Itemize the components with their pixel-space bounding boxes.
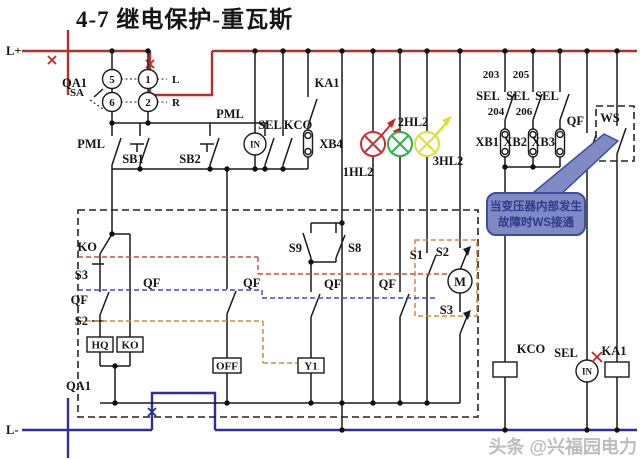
s2-right-label: S2 — [436, 245, 449, 259]
num-206: 206 — [516, 106, 533, 118]
xb3-label: XB3 — [531, 135, 555, 149]
orange-linkage-line — [78, 320, 297, 364]
kco-coil-label: KCO — [517, 342, 546, 356]
xb2-label: XB2 — [503, 135, 527, 149]
lamp3-label: 3HL2 — [433, 154, 464, 168]
blue-linkage-line — [78, 289, 437, 299]
lamp1-label: 1HL2 — [343, 165, 374, 179]
lamp-red — [360, 131, 386, 157]
operation-boxes: HQ KO OFF Y1 — [86, 336, 325, 374]
qf-off-label: QF — [243, 276, 261, 290]
red-linkage-line — [78, 256, 462, 275]
bus-negative-label: L- — [6, 423, 19, 437]
s3-right-label: S3 — [440, 303, 453, 317]
qf-lamp-label: QF — [379, 277, 397, 291]
kco-mid-label: KCO — [284, 118, 313, 132]
positive-bus: L+ QA1 — [6, 30, 637, 97]
ko-box: KO — [121, 340, 139, 352]
sel-coil-label: SEL — [554, 346, 578, 360]
num-203: 203 — [483, 69, 500, 81]
sa-label: SA — [70, 87, 84, 99]
sel-r1-label: SEL — [476, 89, 500, 103]
qf-right-label: QF — [567, 114, 585, 128]
pin-2: 2 — [145, 97, 151, 109]
in-top-label: IN — [250, 140, 261, 150]
pin-1: 1 — [145, 74, 151, 86]
sb2-label: SB2 — [179, 152, 201, 166]
callout-box — [486, 192, 586, 236]
trip-circuit-dashed-box — [77, 209, 479, 418]
motor-label: M — [454, 275, 466, 289]
motor-symbol — [447, 268, 473, 294]
sel-mid-label: SEL — [258, 118, 282, 132]
sel-r2-label: SEL — [506, 89, 530, 103]
callout: 当变压器内部发生 故障时WS接通 — [486, 133, 620, 236]
s1-label: S1 — [410, 248, 423, 262]
signal-relay-top — [243, 132, 267, 156]
callout-line2: 故障时WS接通 — [498, 215, 575, 229]
indicator-lamps: 1HL2 2HL2 3HL2 — [343, 115, 464, 179]
pin-6: 6 — [109, 97, 115, 109]
s2-left-label: S2 — [75, 314, 88, 328]
xb-links — [302, 128, 566, 158]
pml-left-label: PML — [77, 137, 105, 151]
s9-label: S9 — [289, 241, 302, 255]
s3-arrow-icon — [463, 310, 471, 320]
ko-contact-label: KO — [78, 240, 98, 254]
breaker-top-label: QA1 — [62, 76, 87, 90]
sel-left-label: L — [172, 74, 179, 86]
qf-mid1-label: QF — [143, 276, 161, 290]
selector-switch: 5 1 6 2 SA L R — [70, 68, 181, 113]
callout-line1: 当变压器内部发生 — [490, 199, 582, 213]
ws-dashed-box — [595, 105, 635, 162]
motor-dashed-box — [414, 239, 478, 317]
s2-arrow-icon — [463, 246, 471, 256]
xb1-label: XB1 — [475, 135, 499, 149]
pml-mid-label: PML — [216, 107, 244, 121]
output-coils: KCO IN SEL KA1 — [492, 342, 630, 383]
right-feeders: 203 205 SEL SEL SEL 204 206 XB1 XB2 XB3 … — [475, 69, 635, 162]
s8-label: S8 — [348, 241, 361, 255]
in-bottom-label: IN — [582, 367, 593, 377]
num-204: 204 — [488, 106, 505, 118]
yellow-arrow-icon — [442, 116, 452, 126]
red-arrow-icon — [387, 118, 396, 128]
ka1-coil-label: KA1 — [602, 344, 627, 358]
qf-left-label: QF — [71, 293, 89, 307]
qf-y1-label: QF — [324, 277, 342, 291]
trip-circuit-labels: KO S3 QF S2 QF QF S9 S8 QF QF S1 S2 S3 — [71, 240, 453, 328]
num-205: 205 — [513, 69, 530, 81]
page-title: 4-7 继电保护-重瓦斯 — [76, 6, 293, 32]
s3-left-label: S3 — [75, 268, 88, 282]
off-box: OFF — [216, 361, 238, 373]
sb1-label: SB1 — [122, 152, 144, 166]
y1-box: Y1 — [304, 361, 317, 373]
pin-5: 5 — [109, 74, 115, 86]
xb4-label: XB4 — [319, 137, 343, 151]
sel-r3-label: SEL — [535, 89, 559, 103]
junction-dots — [109, 48, 620, 433]
sel-right-label: R — [172, 97, 181, 109]
ws-label: WS — [600, 111, 620, 125]
ka1-contact-label: KA1 — [315, 76, 340, 90]
lamp-green — [387, 131, 413, 157]
watermark: 头条 @兴福园电力 — [488, 436, 637, 457]
lamp2-label: 2HL2 — [398, 115, 429, 129]
bus-positive-label: L+ — [6, 44, 21, 58]
hq-box: HQ — [91, 340, 109, 352]
